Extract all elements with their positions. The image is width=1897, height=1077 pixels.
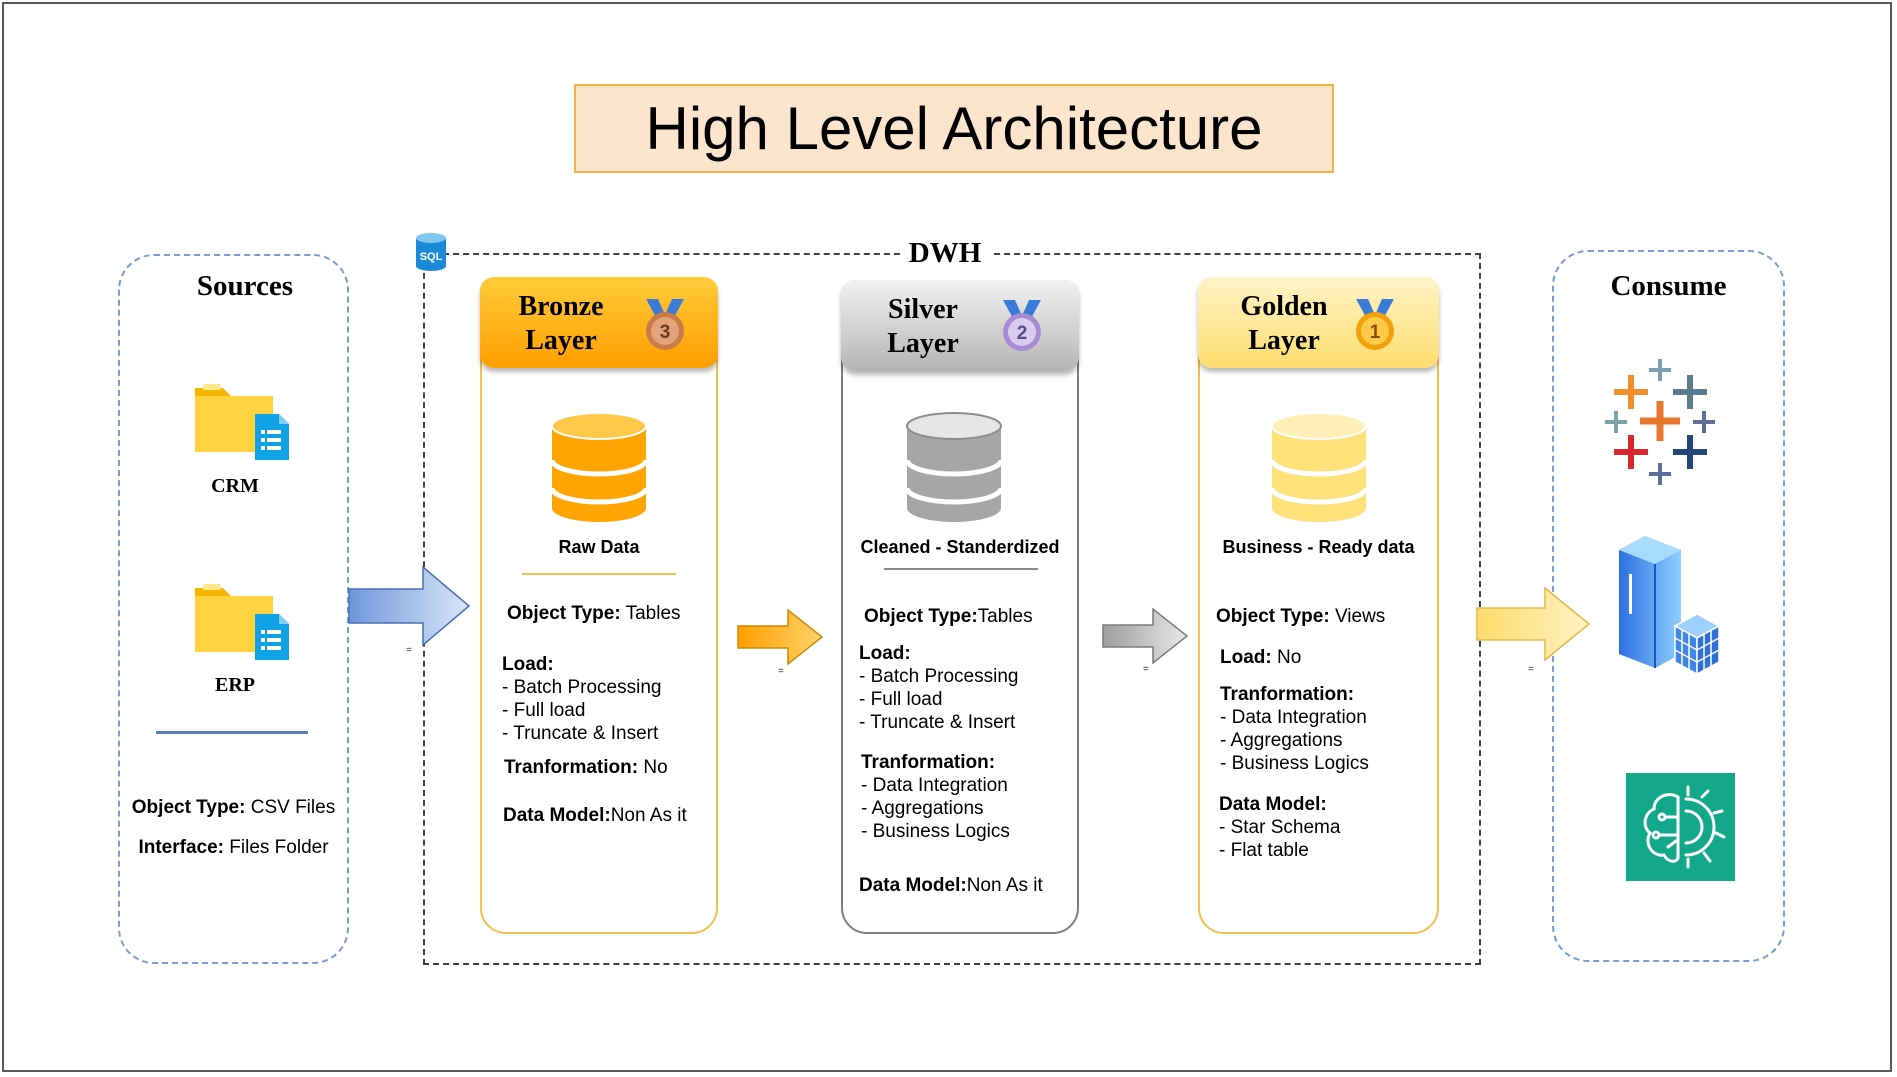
bronze-load: Load: - Batch Processing - Full load - T… [502,654,662,744]
arrow-1-marker: = [406,645,412,656]
golden-caption: Business - Ready data [1222,537,1415,557]
arrow-2-marker: = [778,666,784,677]
silver-layer-panel [841,282,1079,934]
source-erp-label: ERP [215,674,255,696]
golden-data-model: Data Model: - Star Schema - Flat table [1219,794,1341,861]
tableau-icon [1604,357,1716,492]
silver-data-model: Data Model:Non As it [859,875,1043,896]
silver-object-type: Object Type:Tables [864,606,1033,627]
svg-text:2: 2 [1017,323,1028,344]
arrow-4-marker: = [1528,664,1534,675]
golden-layer-header [1198,277,1439,368]
bronze-object-type: Object Type: Tables [507,603,681,624]
bronze-to-silver-arrow [736,608,826,671]
bronze-caption-underline [522,573,676,575]
bronze-data-model: Data Model:Non As it [503,805,687,826]
erp-folder-icon [193,580,297,667]
page-title: High Level Architecture [574,84,1334,173]
silver-medal-icon: 2 [997,298,1047,359]
silver-load: Load: - Batch Processing - Full load - T… [859,643,1019,733]
bronze-database-icon [549,412,649,529]
golden-database-icon [1269,412,1369,529]
bronze-medal-icon: 3 [640,297,690,358]
silver-database-icon [904,412,1004,529]
golden-layer-panel [1198,282,1439,934]
sources-panel [118,254,349,964]
golden-object-type: Object Type: Views [1216,606,1386,627]
silver-caption-underline [884,568,1038,570]
silver-to-golden-arrow [1101,607,1191,670]
sql-badge-text: SQL [420,251,443,263]
sources-interface: Interface: Files Folder [138,837,329,858]
bronze-caption: Raw Data [558,537,640,557]
silver-caption: Cleaned - Standerdized [860,537,1060,557]
consume-heading: Consume [1610,270,1727,302]
svg-text:3: 3 [660,322,671,343]
sources-to-bronze-arrow [347,565,473,652]
sql-server-icon [1615,532,1735,693]
svg-text:1: 1 [1370,322,1381,343]
sql-database-icon: SQL [414,232,448,277]
dwh-label: DWH [900,237,990,270]
golden-load: Load: No [1220,647,1302,668]
source-crm-label: CRM [211,475,259,497]
golden-to-consume-arrow [1475,586,1593,667]
sources-divider [156,731,308,734]
golden-transformation: Tranformation: - Data Integration - Aggr… [1220,684,1369,774]
bronze-layer-panel [480,282,718,934]
sources-object-type: Object Type: CSV Files [131,797,336,818]
arrow-3-marker: = [1143,664,1149,675]
golden-medal-icon: 1 [1350,297,1400,358]
silver-transformation: Tranformation: - Data Integration - Aggr… [861,752,1010,842]
machine-learning-icon [1626,773,1735,881]
sources-heading: Sources [196,270,294,302]
crm-folder-icon [193,380,297,467]
bronze-transformation: Tranformation: No [504,757,668,778]
